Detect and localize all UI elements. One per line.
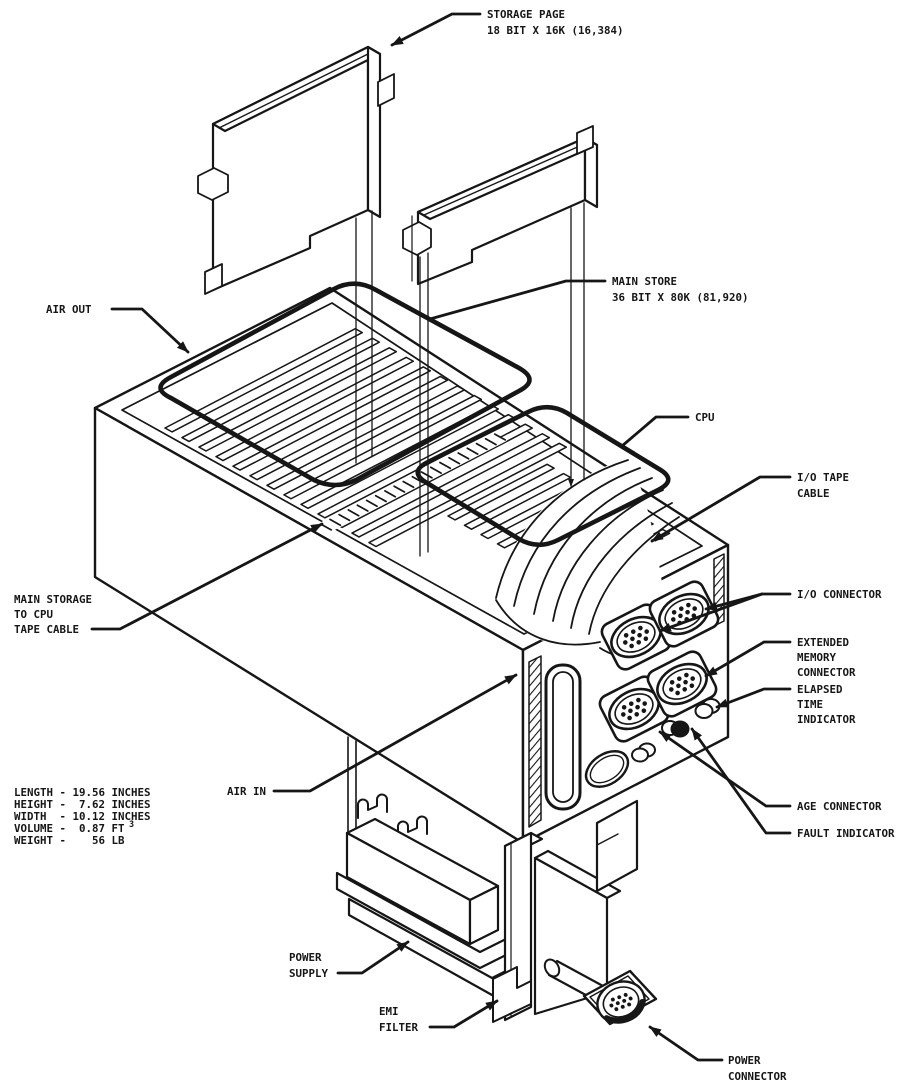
spec-height: HEIGHT - 7.62 INCHES [14,798,151,811]
label-air-out: AIR OUT [46,303,92,316]
power-supply-shape [335,817,518,997]
label-io-connector: I/O CONNECTOR [797,588,882,601]
card-slot-projection-lines [355,202,585,557]
label-io-tape-cable: I/O TAPE [797,471,849,484]
label-storage-page-spec: 18 BIT X 16K (16,384) [487,24,624,37]
spec-block: LENGTH - 19.56 INCHES HEIGHT - 7.62 INCH… [14,786,151,847]
card-foot [204,263,223,295]
leader-power-connector [648,1025,724,1062]
main-storage-cpu-tape-cable-shape [319,433,507,531]
spec-weight: WEIGHT - 56 LB [14,834,125,847]
card-tab [576,125,594,155]
vent-oval-hole [584,750,630,788]
callout-labels: STORAGE PAGE 18 BIT X 16K (16,384) MAIN … [14,8,895,1083]
spec-length: LENGTH - 19.56 INCHES [14,786,151,799]
main-store-outline-loop [158,281,532,488]
card-tab [377,73,395,107]
label-io-tape-cable-2: CABLE [797,487,830,500]
label-storage-page: STORAGE PAGE [487,8,565,21]
label-elapsed-time-2: TIME [797,698,823,711]
card-tab [197,167,229,201]
extended-memory-connector-shape [646,650,718,718]
label-extended-memory: EXTENDED [797,636,850,649]
cpu-outline-loop [415,404,671,548]
label-ms-cpu-cable-2: TO CPU [14,608,53,621]
leader-fault-indicator [690,727,792,835]
emi-filter-shape [492,831,544,1023]
label-elapsed-time-3: INDICATOR [797,713,856,726]
spec-volume: VOLUME - 0.87 FT [14,822,125,835]
leader-elapsed-time [715,687,792,709]
spare-indicator-shape [631,742,656,763]
label-emi-filter: EMI [379,1005,399,1018]
leader-storage-page [390,12,482,47]
leader-lines [90,12,792,1062]
label-elapsed-time: ELAPSED [797,683,843,696]
leader-age-connector [658,730,792,808]
label-ms-cpu-cable-3: TAPE CABLE [14,623,79,636]
retainer-clip [397,815,428,841]
label-ms-cpu-cable: MAIN STORAGE [14,593,92,606]
power-connector-shape [543,958,658,1026]
air-in-vent-strip [528,655,542,828]
leader-extended-memory [704,640,792,678]
label-age-connector: AGE CONNECTOR [797,800,882,813]
leader-ms-cpu-cable [90,522,324,631]
age-connector-shape [598,675,670,743]
label-main-store-spec: 36 BIT X 80K (81,920) [612,291,749,304]
card-tab [402,221,432,256]
leader-power-supply [336,940,410,975]
retainer-clip [357,793,388,819]
leader-air-out [110,307,190,354]
label-power-connector-2: CONNECTOR [728,1070,787,1083]
chassis-top-rim [121,302,703,635]
label-air-in: AIR IN [227,785,266,798]
label-emi-filter-2: FILTER [379,1021,419,1034]
leader-cpu [620,415,690,448]
label-extended-memory-2: MEMORY [797,651,837,664]
leader-io-tape-cable [650,475,792,543]
storage-page-card [197,45,395,295]
main-store-card [402,125,599,286]
leader-emi-filter [428,999,499,1029]
label-cpu: CPU [695,411,715,424]
label-main-store: MAIN STORE [612,275,677,288]
lower-assembly [335,736,658,1026]
label-power-supply: POWER [289,951,322,964]
label-fault-indicator: FAULT INDICATOR [797,827,895,840]
label-power-supply-2: SUPPLY [289,967,329,980]
spec-width: WIDTH - 10.12 INCHES [14,810,151,823]
spec-volume-exponent: 3 [129,820,134,830]
leader-main-store [428,279,607,321]
label-power-connector: POWER [728,1054,761,1067]
leader-io-connector-2 [658,592,764,633]
leader-air-in [272,673,518,793]
carry-handle [544,663,582,811]
label-extended-memory-3: CONNECTOR [797,666,856,679]
